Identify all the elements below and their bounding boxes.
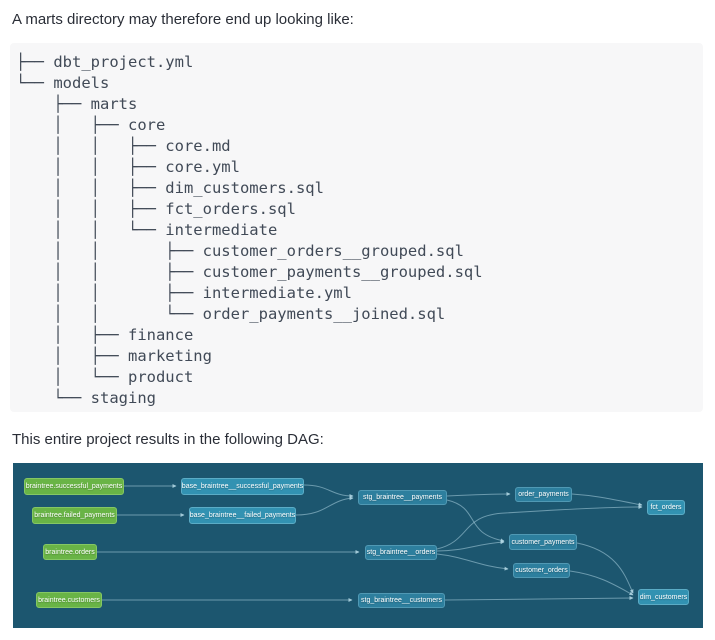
- edge-customer-payments-to-dim-customers: [576, 542, 634, 594]
- dag-intro-paragraph: This entire project results in the follo…: [12, 431, 324, 448]
- dag-image: braintree.successful_payments base_brain…: [13, 463, 703, 628]
- edge-stg-payments-to-customer-payments: [446, 499, 505, 543]
- dag-node-base-braintree-successful-payments: base_braintree__successful_payments: [181, 478, 304, 495]
- dag-node-customer-orders: customer_orders: [513, 563, 570, 578]
- dag-node-fct-orders: fct_orders: [647, 500, 685, 515]
- dag-node-braintree-customers: braintree.customers: [36, 592, 102, 608]
- edge-stg-orders-to-customer-payments: [436, 540, 505, 552]
- edge-customer-orders-to-dim-customers: [569, 570, 634, 596]
- dag-node-dim-customers: dim_customers: [638, 589, 689, 605]
- dag-node-stg-braintree-customers: stg_braintree__customers: [358, 593, 445, 608]
- edge-order-payments-to-fct-orders: [571, 493, 643, 507]
- edge-stg-customers-to-dim-customers: [444, 596, 634, 601]
- dag-node-stg-braintree-payments: stg_braintree__payments: [358, 490, 447, 505]
- edge-stg-orders-to-customer-orders: [436, 553, 509, 571]
- edge-base-failed-to-stg-payments: [295, 496, 354, 516]
- dag-node-braintree-orders: braintree.orders: [43, 544, 97, 560]
- edge-base-successful-to-stg-payments: [303, 484, 354, 498]
- dag-node-customer-payments: customer_payments: [509, 534, 577, 550]
- dag-node-base-braintree-failed-payments: base_braintree__failed_payments: [189, 507, 296, 524]
- dag-node-braintree-failed-payments: braintree.failed_payments: [32, 507, 117, 524]
- dag-edges: [97, 484, 643, 602]
- directory-tree-code-block: ├── dbt_project.yml └── models ├── marts…: [10, 43, 703, 412]
- dag-node-order-payments: order_payments: [515, 487, 572, 502]
- edge-stg-payments-to-order-payments: [446, 492, 511, 497]
- edge-stg-orders-to-fct-orders: [436, 505, 643, 550]
- directory-tree-text: ├── dbt_project.yml └── models ├── marts…: [16, 53, 483, 407]
- dag-node-stg-braintree-orders: stg_braintree__orders: [365, 545, 437, 560]
- dag-node-braintree-successful-payments: braintree.successful_payments: [24, 478, 124, 495]
- intro-paragraph: A marts directory may therefore end up l…: [12, 11, 354, 28]
